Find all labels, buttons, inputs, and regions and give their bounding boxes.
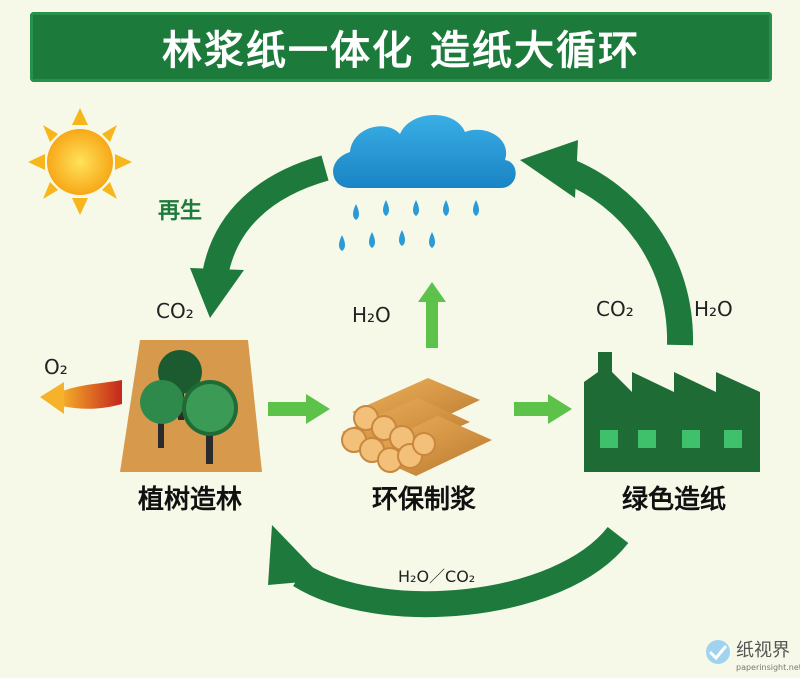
node-label-forest: 植树造林 <box>138 485 242 515</box>
o2-arrow <box>40 380 122 414</box>
arrow-cloud-to-forest <box>190 155 329 318</box>
arrow-pulp-to-paper <box>514 394 572 424</box>
arrow-paper-to-forest <box>268 525 629 618</box>
label-bottom-flow: H₂O／CO₂ <box>398 567 475 586</box>
label-h2o-center: H₂O <box>352 303 391 327</box>
label-co2-left: CO₂ <box>156 299 194 323</box>
watermark-logo: 纸视界 paperinsight.net <box>706 640 800 672</box>
title-banner: 林浆纸一体化 造纸大循环 <box>30 12 772 82</box>
watermark-url: paperinsight.net <box>736 663 800 672</box>
sun-icon <box>28 108 132 215</box>
arrow-pulp-to-cloud <box>418 282 446 348</box>
node-label-pulp: 环保制浆 <box>372 484 477 515</box>
arrow-paper-to-cloud <box>520 140 694 346</box>
label-regenerate: 再生 <box>158 199 202 224</box>
logs-icon <box>341 378 492 476</box>
factory-icon <box>584 352 760 472</box>
forest-icon <box>120 340 262 472</box>
watermark-text: 纸视界 <box>736 640 790 661</box>
arrow-forest-to-pulp <box>268 394 330 424</box>
label-co2-right: CO₂ <box>596 297 634 321</box>
rain-cloud-icon <box>333 114 516 251</box>
page-title: 林浆纸一体化 造纸大循环 <box>162 28 640 74</box>
label-o2: O₂ <box>44 355 68 379</box>
node-label-paper: 绿色造纸 <box>622 484 726 515</box>
label-h2o-right: H₂O <box>694 297 733 321</box>
